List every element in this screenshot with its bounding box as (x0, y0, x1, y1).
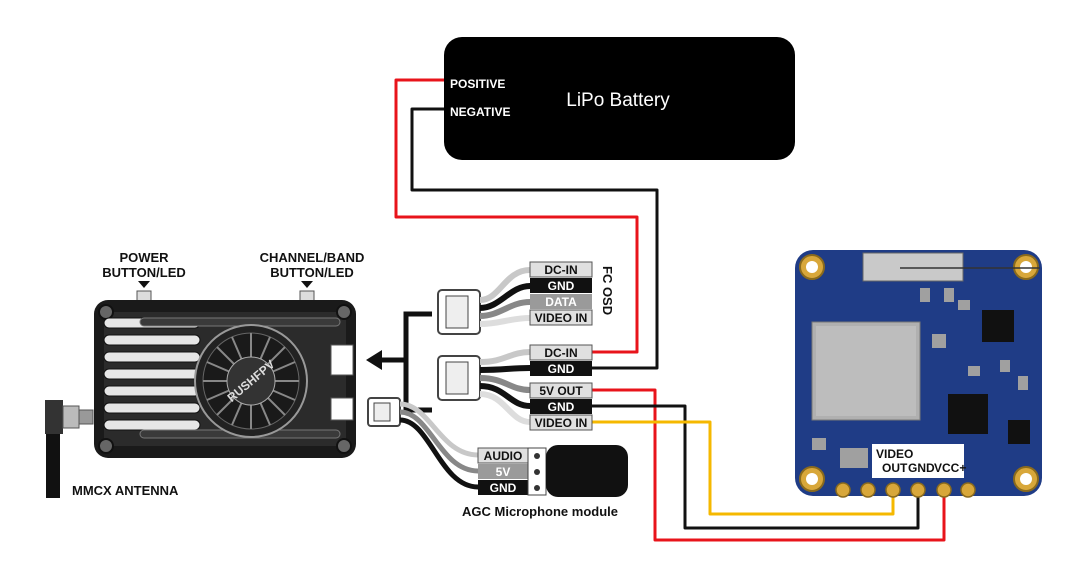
camera-board: VIDEO OUT GND VCC+ (795, 250, 1042, 498)
power-button[interactable] (136, 290, 152, 302)
antenna-label: MMCX ANTENNA (72, 483, 179, 498)
fc-osd-pin-gnd: GND (548, 279, 575, 293)
wires (394, 78, 946, 542)
mic-pin-5v: 5V (496, 465, 511, 479)
camera-vcc-wire (592, 388, 946, 542)
channel-button[interactable] (299, 290, 315, 302)
camera-gnd-wire (592, 404, 920, 530)
camera-pin-vcc: VCC+ (934, 461, 966, 475)
fc-osd-pin-videoin: VIDEO IN (535, 311, 588, 325)
fc-osd-pin-data: DATA (545, 295, 577, 309)
fc-osd-cable: DC-IN GND DATA VIDEO IN FC OSD (437, 261, 615, 335)
power-pointer-icon (138, 281, 150, 288)
camera-pin-video-line1: VIDEO (876, 447, 913, 461)
heatsink-fins (103, 317, 341, 439)
power-pin-dcin: DC-IN (544, 346, 577, 360)
channel-pointer-icon (301, 281, 313, 288)
connector-arrow (366, 311, 432, 413)
fc-osd-pin-dcin: DC-IN (544, 263, 577, 277)
battery-positive-label: POSITIVE (450, 77, 505, 91)
camera-pin-video-line2: OUT (882, 461, 908, 475)
camera-pin-gnd: GND (908, 461, 935, 475)
channel-label-line1: CHANNEL/BAND (260, 250, 365, 265)
mic-module-label: AGC Microphone module (462, 504, 618, 519)
cooling-fan: RUSHFPV (194, 324, 308, 438)
power-pin-videoin: VIDEO IN (535, 416, 588, 430)
microphone-module (546, 445, 628, 497)
battery-title: LiPo Battery (566, 90, 670, 111)
channel-label-line2: BUTTON/LED (270, 265, 354, 280)
power-label-line1: POWER (119, 250, 169, 265)
mic-pin-gnd: GND (490, 481, 517, 495)
mic-pin-audio: AUDIO (484, 449, 523, 463)
video-transmitter: MMCX ANTENNA POWER BUTTON/LED CHANNEL/BA… (45, 250, 364, 498)
camera-video-wire (592, 420, 895, 516)
power-pin-gnd2: GND (548, 400, 575, 414)
battery-negative-wire (410, 107, 659, 370)
battery-negative-label: NEGATIVE (450, 105, 510, 119)
power-pin-gnd: GND (548, 362, 575, 376)
power-label-line2: BUTTON/LED (102, 265, 186, 280)
power-video-cable: DC-IN GND 5V OUT GND VIDEO IN (437, 344, 593, 431)
battery-positive-wire (394, 78, 639, 354)
housing-screws (98, 304, 352, 454)
fc-osd-title: FC OSD (600, 266, 615, 315)
power-pin-5vout: 5V OUT (539, 384, 583, 398)
lipo-battery: POSITIVE NEGATIVE LiPo Battery (444, 37, 795, 160)
arrow-left-icon (366, 350, 382, 370)
microphone-cable: AUDIO 5V GND AGC Microphone module (367, 397, 628, 519)
mmcx-antenna (45, 400, 94, 498)
